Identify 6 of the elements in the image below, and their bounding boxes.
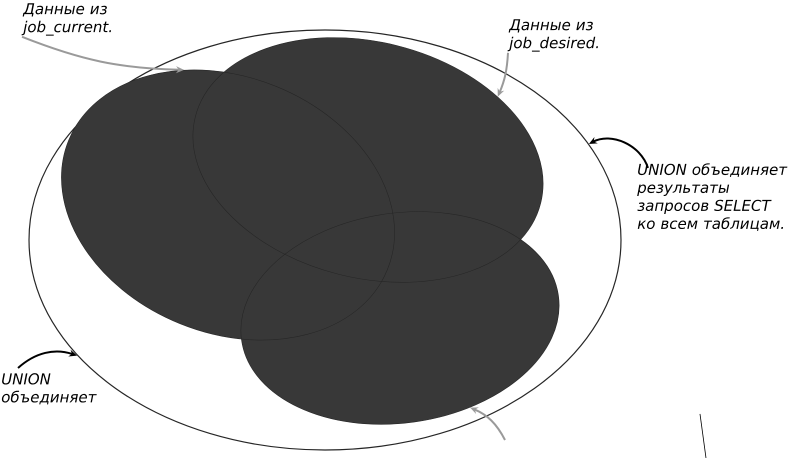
- set-outline: [240, 212, 560, 424]
- note-text: Данные из job_desired.: [508, 19, 598, 52]
- note-text: UNION объединяет результаты запросов SELECT ко всем таблицам.: [637, 163, 788, 231]
- set-outline: [61, 70, 395, 340]
- note-text: Данные из job_current.: [22, 3, 112, 36]
- note-text: UNION объединяет: [2, 373, 97, 404]
